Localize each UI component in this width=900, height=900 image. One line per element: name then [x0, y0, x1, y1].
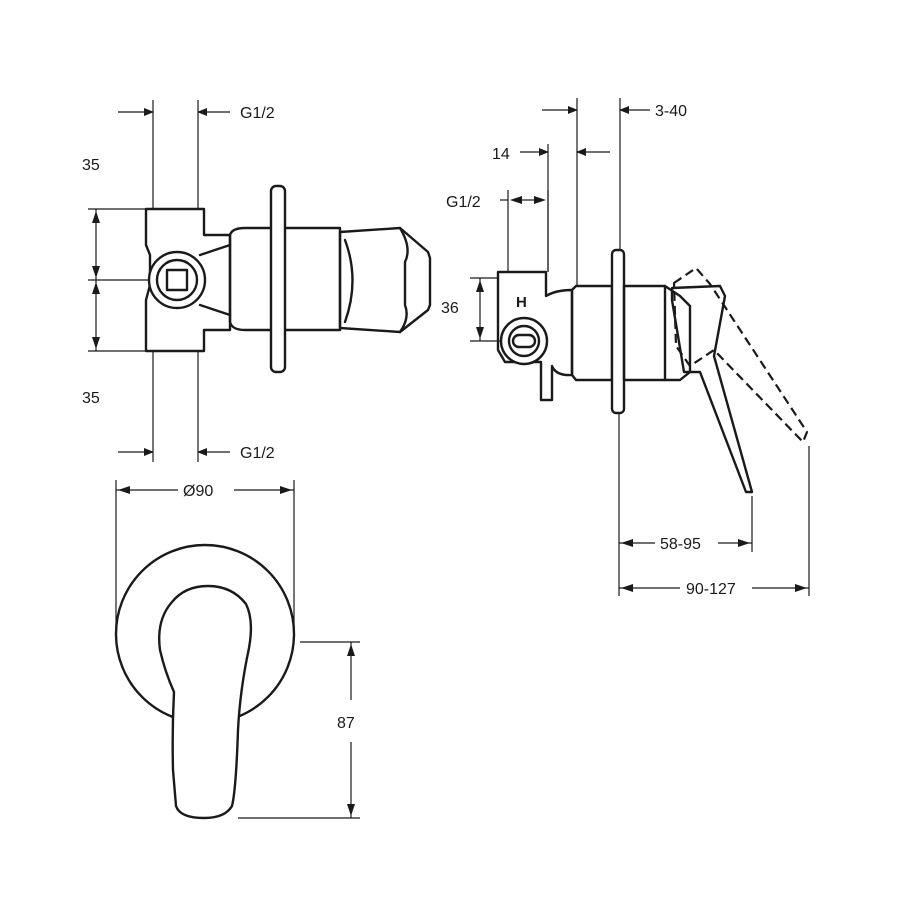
lever-down — [670, 284, 754, 494]
side-wall-flange — [610, 248, 626, 415]
side-valve-body — [496, 270, 574, 402]
cartridge-housing — [228, 226, 342, 332]
dim-offset-top: 35 — [82, 157, 100, 174]
dim-handle-height: 87 — [337, 715, 355, 732]
valve-body-block — [144, 207, 232, 353]
dim-wall-range: 3-40 — [655, 103, 687, 120]
inlet-square-key — [165, 268, 189, 292]
dim-side-inlet: G1/2 — [446, 194, 481, 211]
inlet-port-inner — [155, 258, 199, 302]
dim-depth-14: 14 — [492, 146, 510, 163]
side-view-dimensions: 3-40 14 G1/2 36 58-95 90- — [441, 98, 810, 598]
side-cartridge — [570, 284, 614, 382]
wall-flange-plate — [269, 184, 287, 374]
top-view-dimensions: G1/2 35 35 G1/2 — [82, 100, 275, 462]
dim-flange-diameter: Ø90 — [183, 483, 213, 500]
side-view: H — [496, 248, 809, 494]
dim-lever-reach: 58-95 — [660, 536, 701, 553]
front-view — [114, 543, 296, 820]
side-inlet-inner — [507, 324, 541, 358]
valve-neck — [198, 243, 232, 317]
hot-marking: H — [516, 294, 527, 311]
dim-inlet-top: G1/2 — [240, 105, 275, 122]
dim-lever-reach-max: 90-127 — [686, 581, 736, 598]
dim-offset-bottom: 35 — [82, 390, 100, 407]
side-inlet-slot — [511, 333, 537, 349]
top-view — [144, 184, 432, 374]
front-view-dimensions: Ø90 87 — [115, 480, 360, 819]
lever-raised-outline — [672, 266, 809, 444]
spindle-cap-ridge — [343, 226, 409, 334]
dim-side-height: 36 — [441, 300, 459, 317]
spindle-cap — [338, 226, 432, 334]
dim-inlet-bottom: G1/2 — [240, 445, 275, 462]
front-lever — [158, 584, 253, 820]
handle-hub — [622, 284, 692, 382]
